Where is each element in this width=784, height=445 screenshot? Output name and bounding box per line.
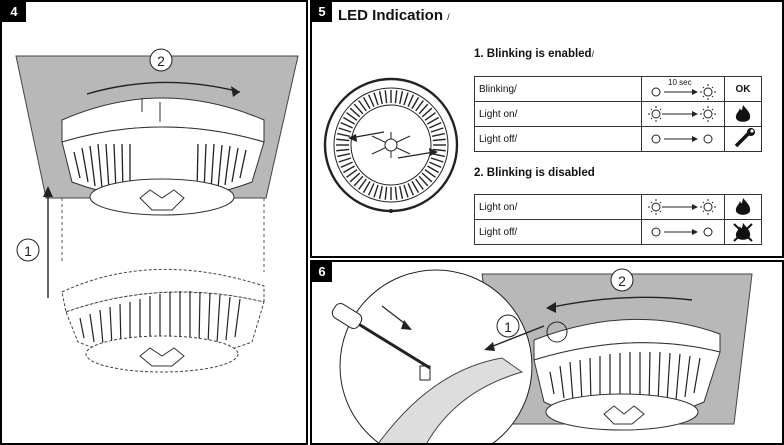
step-number-5: 5 [312, 2, 332, 22]
callout-2-label: 2 [157, 53, 165, 69]
no-fire-icon [724, 219, 762, 245]
blinking-enabled-suffix: / [591, 49, 595, 59]
blinking-enabled-text: 1. Blinking is enabled [474, 48, 592, 60]
row-label: Light off/ [474, 126, 642, 152]
led-indication-title: LED Indication / [338, 7, 450, 24]
row-label: Light on/ [474, 194, 642, 220]
detector-top-view [323, 77, 459, 213]
step-number-4: 4 [2, 2, 26, 22]
led-sequence [641, 194, 725, 220]
screwdriver-removal-illustration: 2 1 [331, 268, 753, 443]
led-title-suffix: / [447, 12, 450, 22]
table-row: Light off/ [474, 126, 762, 152]
status-ok: OK [724, 76, 762, 102]
table-row: Light off/ [474, 219, 762, 245]
disabled-led-table: Light on/ Light off/ [474, 194, 762, 245]
callout-2-label: 2 [618, 273, 626, 289]
blinking-disabled-heading: 2. Blinking is disabled [474, 167, 595, 179]
led-sequence: 10 sec [641, 76, 725, 102]
callout-1-label: 1 [504, 319, 512, 335]
timer-label: 10 sec [668, 78, 692, 87]
led-sequence [641, 101, 725, 127]
panel-step-6: 6 2 1 [310, 260, 784, 445]
led-sequence [641, 219, 725, 245]
led-sequence [641, 126, 725, 152]
fire-icon [724, 194, 762, 220]
row-label: Light off/ [474, 219, 642, 245]
panel-step-4: 4 2 [0, 0, 308, 445]
led-title-text: LED Indication [338, 7, 443, 24]
table-row: Light on/ [474, 101, 762, 127]
fire-icon [724, 101, 762, 127]
row-label: Light on/ [474, 101, 642, 127]
table-row: Blinking/ 10 sec OK [474, 76, 762, 102]
table-row: Light on/ [474, 194, 762, 220]
row-label: Blinking/ [474, 76, 642, 102]
panel-step-5: 5 LED Indication / 1. Blinking is enable… [310, 0, 784, 258]
wrench-icon [724, 126, 762, 152]
enabled-led-table: Blinking/ 10 sec OK Light on/ [474, 76, 762, 152]
step-number-6: 6 [312, 262, 332, 282]
blinking-enabled-heading: 1. Blinking is enabled/ [474, 48, 594, 60]
callout-1-label: 1 [24, 243, 32, 259]
ceiling-mount-illustration: 2 1 [15, 48, 299, 373]
